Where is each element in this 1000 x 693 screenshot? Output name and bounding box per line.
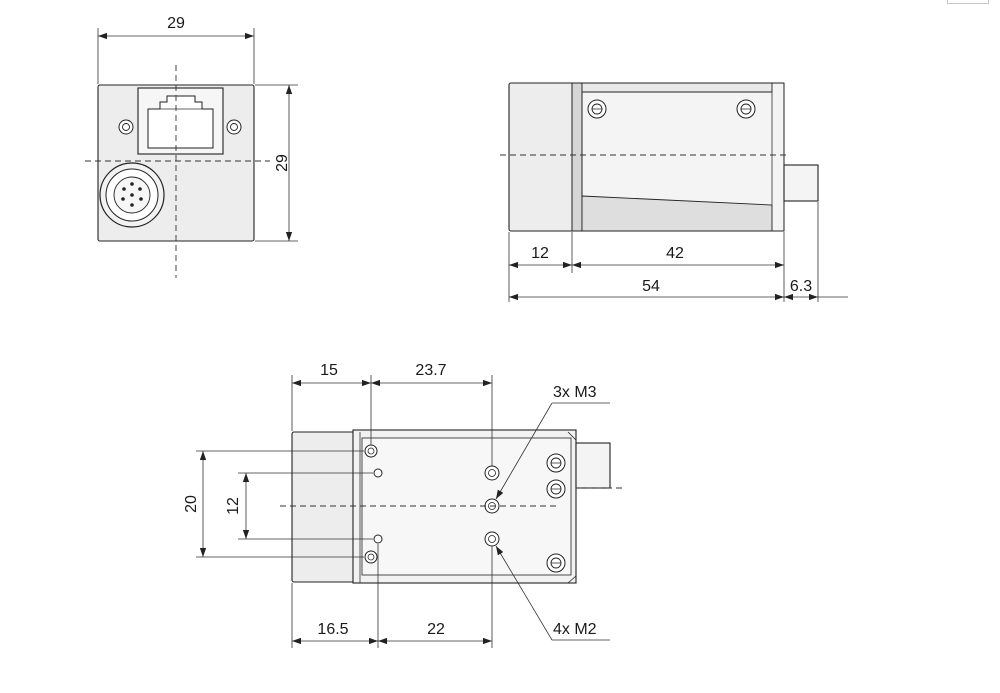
bottom-view [280,429,625,584]
bottom-screw-icon [546,553,566,573]
m2-callout: 4x M2 [495,545,610,641]
bottom-bottom-spacing-label: 22 [427,621,445,638]
bottom-screw-icon [546,453,566,473]
side-connector-length-label: 6.3 [790,278,812,295]
bottom-height-outer-label: 20 [183,495,200,513]
front-height-dimension: 29 [255,84,298,242]
bottom-bottom-dimensions: 16.5 22 [291,544,493,648]
side-total-length-label: 54 [642,278,660,295]
bottom-top-spacing-label: 23.7 [415,362,446,379]
side-front-length-label: 12 [531,245,549,262]
bottom-front-section [291,431,361,583]
front-height-label: 29 [274,154,291,172]
side-connector [783,164,819,202]
front-width-label: 29 [167,15,185,32]
mount-hole-m2-icon [364,550,378,564]
bottom-bottom-left-label: 16.5 [317,621,348,638]
mount-hole-m3-icon [373,534,383,544]
mount-hole-m3-icon [484,465,500,481]
side-front-section [508,82,575,232]
front-screw-left-icon [118,119,134,135]
bottom-screw-icon [546,479,566,499]
bottom-top-dimensions: 15 23.7 [291,362,493,466]
front-width-dimension: 29 [97,15,255,84]
m3-callout-label: 3x M3 [553,384,597,401]
bottom-top-left-label: 15 [320,362,338,379]
bottom-connector [575,442,611,489]
bottom-height-dimensions: 20 12 [183,450,373,558]
circular-connector-icon [99,162,165,228]
m3-callout: 3x M3 [495,384,610,500]
front-view [85,65,270,278]
side-screw-left-icon [587,99,607,119]
ethernet-port-icon [137,87,224,155]
mount-hole-m3-icon [373,468,383,478]
side-body-length-label: 42 [666,245,684,262]
mount-hole-m2-icon [364,444,378,458]
corner-frame-fragment [947,0,989,4]
mount-hole-m2-icon [484,531,500,547]
m2-callout-label: 4x M2 [553,621,597,638]
front-screw-right-icon [226,119,242,135]
bottom-height-inner-label: 12 [225,497,242,515]
side-screw-right-icon [736,99,756,119]
side-view [500,82,819,232]
side-dimensions: 12 42 54 6.3 [508,202,848,302]
